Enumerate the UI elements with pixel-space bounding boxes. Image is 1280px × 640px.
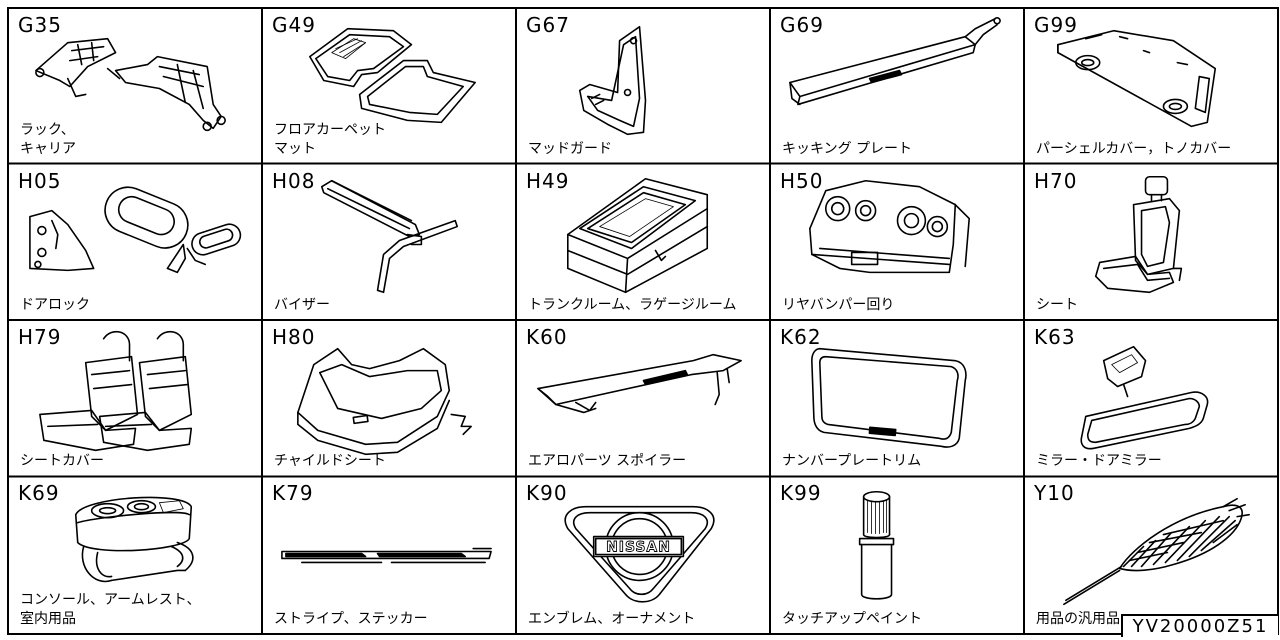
floor-mat-icon [309, 27, 476, 124]
category-label: トランクルーム、ラゲージルーム [528, 297, 737, 313]
console-icon [74, 496, 194, 583]
category-cell-g69[interactable]: G69 キッキング プレート [770, 8, 1024, 164]
category-code: G99 [1034, 13, 1078, 37]
category-cell-g35[interactable]: G35 ラック、 キャリア [8, 8, 262, 164]
category-label: タッチアップペイント [782, 611, 922, 627]
category-label: ドアロック [20, 297, 90, 313]
category-code: H70 [1034, 169, 1078, 193]
rear-bumper-icon [809, 179, 971, 274]
category-code: K62 [780, 325, 822, 349]
category-label: フロアカーペット マット [274, 122, 386, 157]
category-label: パーシェルカバー，トノカバー [1036, 141, 1232, 157]
category-cell-y10[interactable]: Y10 用品の汎用品 [1024, 476, 1278, 634]
category-label: リヤバンパー回り [782, 297, 895, 313]
category-label: チャイルドシート [274, 453, 386, 469]
mirror-icon [1080, 345, 1209, 450]
category-cell-h70[interactable]: H70 シート [1024, 164, 1278, 320]
category-code: H08 [272, 169, 316, 193]
category-cell-h50[interactable]: H50 リヤバンパー回り [770, 164, 1024, 320]
category-cell-k79[interactable]: K79 ストライプ、ステッカー [262, 476, 516, 634]
category-cell-h08[interactable]: H08 バイザー [262, 164, 516, 320]
category-code: H80 [272, 325, 316, 349]
category-label: エンブレム、オーナメント [528, 611, 696, 627]
number-plate-rim-icon [811, 347, 967, 448]
category-cell-k69[interactable]: K69 コンソール、アームレスト、 室内用品 [8, 476, 262, 634]
category-label: エアロパーツ スポイラー [528, 453, 687, 469]
category-label: ナンバープレートリム [782, 453, 922, 469]
category-label: ミラー・ドアミラー [1036, 453, 1162, 469]
category-code: G67 [526, 13, 570, 37]
door-lock-icon [29, 186, 242, 274]
visor-icon [320, 179, 459, 294]
stripe-sticker-icon [281, 547, 492, 564]
category-label: シートカバー [20, 453, 104, 469]
seat-cover-icon [39, 330, 193, 452]
category-code: G35 [18, 13, 62, 37]
seat-icon [1094, 175, 1183, 294]
category-code: H05 [18, 169, 62, 193]
category-label: マッドガード [528, 141, 612, 157]
category-cell-g67[interactable]: G67 マッドガード [516, 8, 770, 164]
kicking-plate-icon [789, 16, 1001, 106]
category-code: K90 [526, 481, 568, 505]
category-cell-k62[interactable]: K62 ナンバープレートリム [770, 320, 1024, 476]
category-code: G49 [272, 13, 316, 37]
spoiler-icon [537, 353, 742, 414]
category-cell-k90[interactable]: K90 NISSAN エンブレム、オーナメント [516, 476, 770, 634]
category-cell-h79[interactable]: H79 シートカバー [8, 320, 262, 476]
category-label: コンソール、アームレスト、 室内用品 [20, 592, 201, 627]
category-label: ラック、 キャリア [20, 122, 76, 157]
category-cell-k60[interactable]: K60 エアロパーツ スポイラー [516, 320, 770, 476]
category-code: H50 [780, 169, 824, 193]
category-label: キッキング プレート [782, 141, 913, 157]
category-cell-g99[interactable]: G99 パーシェルカバー，トノカバー [1024, 8, 1278, 164]
duster-icon [1063, 497, 1250, 606]
category-code: K60 [526, 325, 568, 349]
category-cell-h49[interactable]: H49 トランクルーム、ラゲージルーム [516, 164, 770, 320]
category-label: ストライプ、ステッカー [274, 611, 428, 627]
mud-guard-icon [578, 25, 647, 136]
category-label: シート [1036, 297, 1078, 313]
category-code: H79 [18, 325, 62, 349]
category-code: Y10 [1034, 481, 1075, 505]
category-cell-k99[interactable]: K99 タッチアップペイント [770, 476, 1024, 634]
category-cell-h05[interactable]: H05 ドアロック [8, 164, 262, 320]
category-code: G69 [780, 13, 824, 37]
parcel-shelf-icon [1057, 29, 1217, 128]
category-cell-h80[interactable]: H80 チャイルドシート [262, 320, 516, 476]
category-code: K63 [1034, 325, 1076, 349]
category-code: H49 [526, 169, 570, 193]
roof-rack-icon [35, 37, 226, 132]
category-label: バイザー [274, 297, 330, 313]
category-code: K99 [780, 481, 822, 505]
category-label: 用品の汎用品 [1036, 611, 1120, 627]
emblem-text: NISSAN [606, 540, 671, 556]
category-cell-k63[interactable]: K63 ミラー・ドアミラー [1024, 320, 1278, 476]
category-code: K79 [272, 481, 314, 505]
diagram-id-label: YV20000Z51 [1121, 614, 1278, 637]
child-seat-icon [297, 347, 472, 456]
category-cell-g49[interactable]: G49 フロアカーペット マット [262, 8, 516, 164]
trunk-box-icon [566, 177, 709, 294]
touch-up-paint-icon [858, 490, 895, 600]
category-code: K69 [18, 481, 60, 505]
emblem-icon: NISSAN [564, 505, 715, 603]
